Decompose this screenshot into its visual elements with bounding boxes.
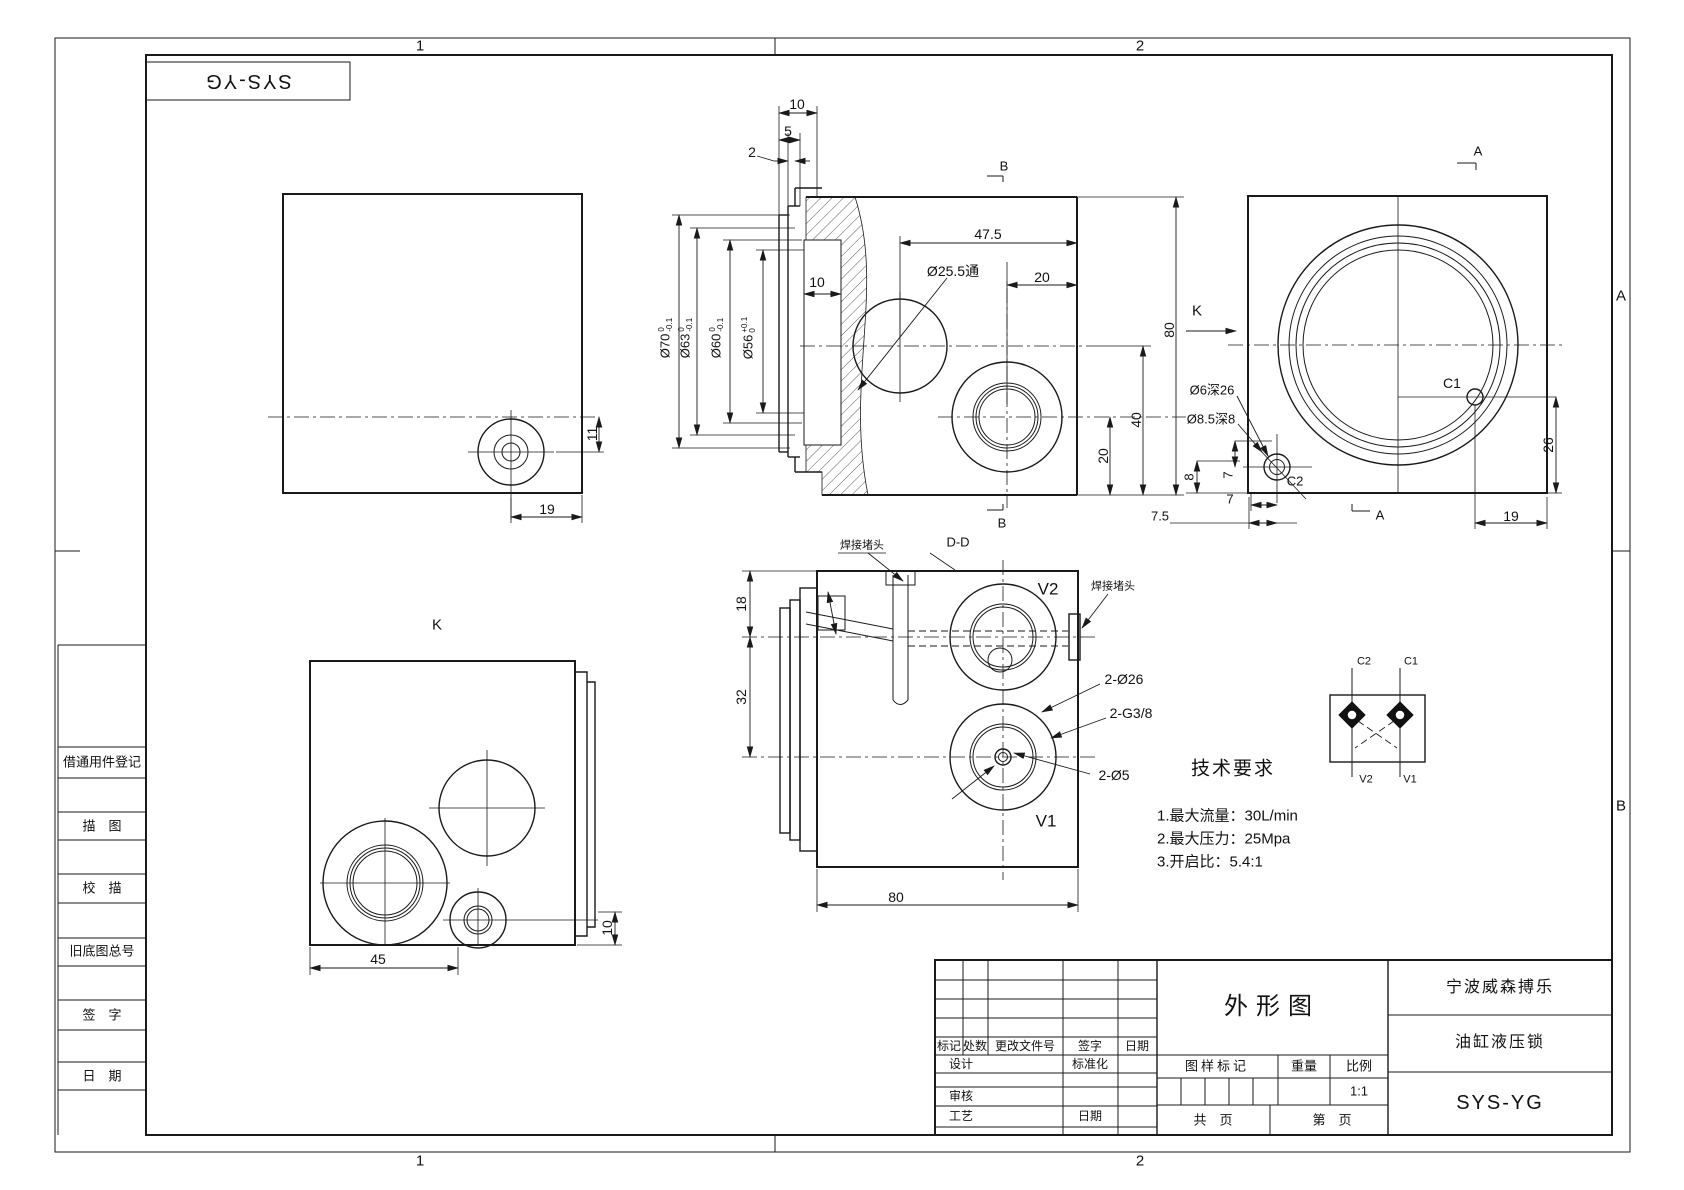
- tb-rev-docno: 更改文件号: [994, 1039, 1056, 1053]
- tb-part-no: SYS-YG: [1456, 1092, 1544, 1114]
- zone-label-bottom-2: 2: [1135, 1152, 1145, 1170]
- callout-weld-plug-1: 焊接堵头: [840, 539, 884, 552]
- callout-bore-25-5: Ø25.5通: [926, 263, 980, 279]
- dim-10-top: 10: [789, 96, 805, 112]
- dim-80-dd: 80: [888, 889, 904, 905]
- plan-view: [800, 175, 1237, 511]
- dim-7-5: 7.5: [1150, 508, 1170, 524]
- dim-10-bore: 10: [809, 274, 825, 290]
- stamp-text: SYS-YG: [204, 70, 292, 92]
- tech-req-title: 技术要求: [1190, 758, 1276, 780]
- callout-weld-plug-2: 焊接堵头: [1091, 580, 1135, 593]
- zone-label-right-b: B: [1615, 797, 1627, 815]
- dim-19-side: 19: [1503, 508, 1519, 524]
- section-b-bottom: B: [997, 515, 1007, 531]
- sidebar-label-signature: 签 字: [82, 1007, 122, 1023]
- sheet-frame: [54, 37, 1631, 1153]
- section-a-bottom: A: [1375, 507, 1385, 523]
- tb-scale-label: 比例: [1345, 1058, 1373, 1074]
- schematic-c1: C1: [1403, 655, 1419, 668]
- section-a-top: A: [1473, 143, 1483, 159]
- callout-2-d26: 2-Ø26: [1104, 671, 1144, 687]
- callout-2-d5: 2-Ø5: [1098, 767, 1130, 783]
- dim-11-front: 11: [584, 426, 600, 442]
- tb-company: 宁波威森搏乐: [1445, 979, 1555, 996]
- dim-26: 26: [1540, 437, 1556, 453]
- section-dd-title: D-D: [946, 534, 970, 550]
- zone-label-top-1: 1: [415, 37, 425, 55]
- tech-req-item-2: 2.最大压力：25Mpa: [1157, 830, 1291, 848]
- tb-rev-sign: 签字: [1077, 1039, 1103, 1053]
- schematic-v2: V2: [1359, 773, 1373, 786]
- port-label-c2: C2: [1286, 473, 1304, 489]
- callout-hole-deep: Ø6深26: [1189, 382, 1235, 398]
- tb-page-no: 第 页: [1312, 1112, 1352, 1128]
- tb-rev-count: 处数: [962, 1039, 988, 1053]
- tb-date: 日期: [1077, 1109, 1103, 1123]
- schematic-c2: C2: [1356, 655, 1372, 668]
- dim-80-plan: 80: [1161, 322, 1177, 338]
- tb-scale-value: 1:1: [1349, 1083, 1369, 1099]
- sidebar-label-trace: 描 图: [82, 818, 122, 834]
- dim-7-horizontal: 7: [1226, 491, 1234, 507]
- dim-18: 18: [733, 596, 749, 612]
- k-view: [309, 660, 622, 975]
- tb-product: 油缸液压锁: [1454, 1034, 1546, 1051]
- section-b-top: B: [999, 158, 1009, 174]
- dim-19-front: 19: [539, 501, 555, 517]
- sidebar-label-registry: 借通用件登记: [62, 754, 142, 770]
- tb-standardization: 标准化: [1071, 1057, 1109, 1071]
- dim-20-top: 20: [1034, 269, 1050, 285]
- tb-process: 工艺: [948, 1109, 974, 1123]
- tb-rev-mark: 标记: [936, 1039, 962, 1053]
- dim-32: 32: [733, 689, 749, 705]
- dim-8: 8: [1181, 473, 1197, 481]
- port-label-v2: V2: [1037, 579, 1059, 599]
- view-k-title: K: [431, 616, 443, 634]
- dim-47-5: 47.5: [974, 226, 1002, 242]
- tb-drawing-title: 外形图: [1224, 993, 1320, 1020]
- dim-20-right: 20: [1095, 448, 1111, 464]
- zone-label-right-a: A: [1615, 287, 1627, 305]
- callout-2-g38: 2-G3/8: [1109, 705, 1153, 721]
- front-view: [268, 193, 604, 523]
- dim-5: 5: [784, 123, 792, 139]
- sidebar-table: [57, 644, 146, 1135]
- tb-rev-date: 日期: [1124, 1039, 1150, 1053]
- dim-45: 45: [370, 951, 386, 967]
- sidebar-label-old-drawing-no: 旧底图总号: [69, 943, 135, 959]
- sidebar-label-date: 日 期: [82, 1068, 122, 1084]
- dim-40: 40: [1128, 412, 1144, 428]
- tb-mark-label: 图样标记: [1184, 1058, 1250, 1074]
- schematic-v1: V1: [1403, 773, 1417, 786]
- hydraulic-schematic: [1329, 668, 1426, 777]
- dim-2: 2: [748, 144, 756, 160]
- tech-req-item-3: 3.开启比：5.4:1: [1157, 853, 1263, 871]
- tb-audit: 审核: [948, 1089, 974, 1103]
- tb-total-pages: 共 页: [1193, 1112, 1233, 1128]
- port-label-v1: V1: [1035, 811, 1057, 831]
- port-label-c1: C1: [1443, 375, 1461, 391]
- tech-req-item-1: 1.最大流量：30L/min: [1157, 807, 1298, 825]
- zone-label-top-2: 2: [1135, 37, 1145, 55]
- callout-hole-cbore: Ø8.5深8: [1186, 411, 1236, 427]
- view-arrow-k: K: [1191, 302, 1203, 320]
- zone-label-bottom-1: 1: [415, 1152, 425, 1170]
- side-view: [1170, 162, 1562, 529]
- dim-7-vertical: 7: [1220, 471, 1236, 479]
- title-block: [934, 959, 1613, 1136]
- dd-section-view: [742, 552, 1109, 912]
- tb-design: 设计: [948, 1057, 974, 1071]
- dim-10-k: 10: [599, 920, 615, 936]
- sleeve-section-view: [672, 106, 869, 496]
- tb-weight-label: 重量: [1290, 1058, 1318, 1074]
- sidebar-label-check-trace: 校 描: [82, 880, 122, 896]
